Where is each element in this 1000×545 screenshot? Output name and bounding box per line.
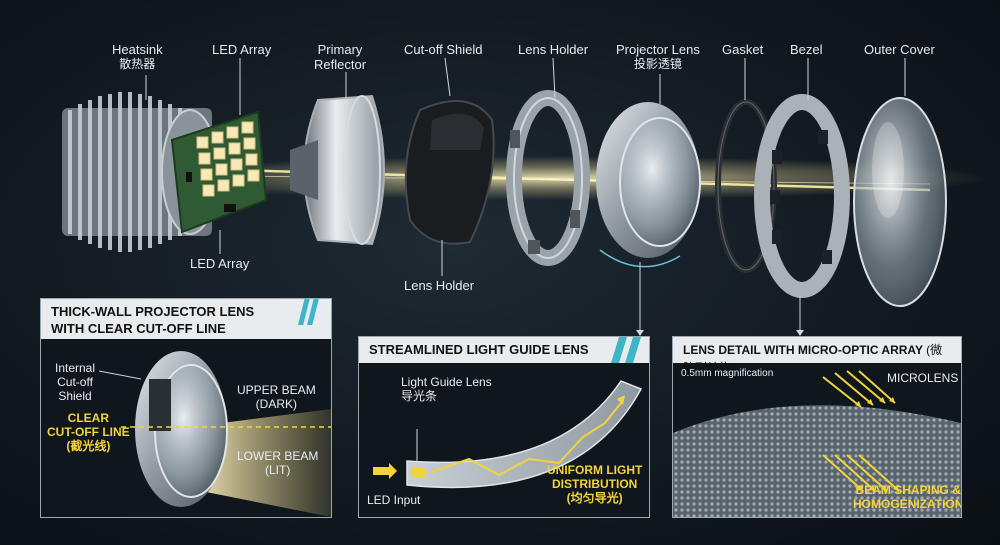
micro-optic-illustration xyxy=(673,370,961,517)
bezel xyxy=(754,94,850,298)
thick-wall-panel-title: THICK-WALL PROJECTOR LENS WITH CLEAR CUT… xyxy=(41,299,331,339)
micro-optic-panel-title: LENS DETAIL WITH MICRO-OPTIC ARRAY (微阵列结… xyxy=(673,337,961,375)
lower-beam-label: LOWER BEAM (LIT) xyxy=(237,449,319,477)
outer-cover xyxy=(853,97,947,307)
accent-stripes xyxy=(611,337,641,363)
clear-cutoff-label: CLEAR CUT-OFF LINE (截光线) xyxy=(47,411,130,453)
led-array-bottom-label: LED Array xyxy=(190,256,250,271)
primary-reflector xyxy=(290,94,385,246)
bezel-label: Bezel xyxy=(790,42,823,57)
internal-shield-label: Internal Cut-off Shield xyxy=(55,361,96,403)
accent-stripes xyxy=(298,299,319,325)
light-guide-panel-title: STREAMLINED LIGHT GUIDE LENS xyxy=(359,337,649,363)
outer-cover-label: Outer Cover xyxy=(864,42,935,57)
cutoff-shield-label: Cut-off Shield xyxy=(404,42,483,57)
led-array-top-label: LED Array xyxy=(212,42,272,57)
light-guide-illustration xyxy=(373,380,643,489)
led-array xyxy=(170,110,268,234)
upper-beam-label: UPPER BEAM (DARK) xyxy=(237,383,316,411)
micro-optic-panel: LENS DETAIL WITH MICRO-OPTIC ARRAY (微阵列结… xyxy=(672,336,962,518)
lens-holder-top-label: Lens Holder xyxy=(518,42,589,57)
guide-label: Light Guide Lens 导光条 xyxy=(401,375,492,403)
gasket-label: Gasket xyxy=(722,42,764,57)
projector-lens xyxy=(596,102,701,268)
beam-shaping-label: BEAM SHAPING & HOMOGENIZATION xyxy=(853,483,962,511)
thick-wall-panel: THICK-WALL PROJECTOR LENS WITH CLEAR CUT… xyxy=(40,298,332,518)
lens-holder-bottom-label: Lens Holder xyxy=(404,278,475,293)
lens-holder xyxy=(506,90,590,266)
microlens-label: MICROLENS xyxy=(887,371,959,385)
uniform-light-label: UNIFORM LIGHT DISTRIBUTION (均匀导光) xyxy=(547,463,643,505)
cutoff-shield xyxy=(404,100,495,245)
magnification-label: 0.5mm magnification xyxy=(681,368,774,379)
leader-arrows xyxy=(636,330,804,336)
led-input-label: LED Input xyxy=(367,493,421,507)
leader-lines xyxy=(145,57,906,334)
thick-wall-illustration xyxy=(98,351,331,517)
light-guide-panel: STREAMLINED LIGHT GUIDE LENS Light Guide… xyxy=(358,336,650,518)
gasket xyxy=(715,99,777,273)
